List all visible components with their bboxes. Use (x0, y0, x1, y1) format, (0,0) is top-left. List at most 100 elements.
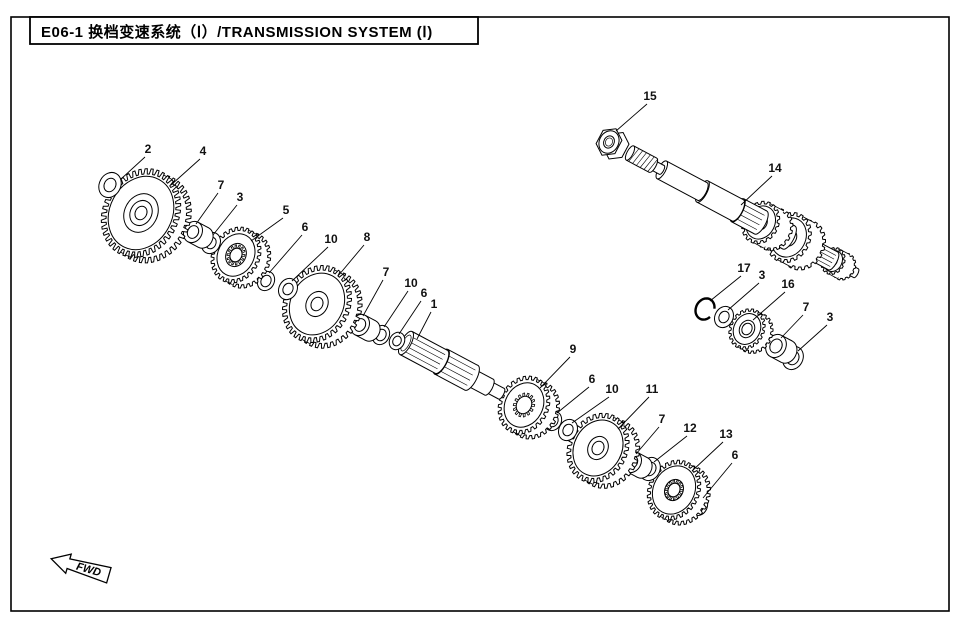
gear-ring (587, 435, 609, 461)
callout-4: 4 (170, 144, 207, 186)
snapring-arc (694, 297, 716, 321)
part-gear-4 (100, 168, 192, 264)
leader-line (398, 300, 422, 335)
part-number-label: 3 (759, 268, 766, 282)
edge-line (402, 349, 438, 370)
leader-line (740, 175, 773, 206)
edge-line (743, 198, 768, 212)
callout-9: 9 (539, 342, 577, 389)
part-number-label: 13 (719, 427, 733, 441)
title-box (29, 16, 479, 45)
nut-chamfer (598, 130, 620, 154)
part-number-label: 5 (283, 203, 290, 217)
bore (667, 482, 681, 498)
gear-ring (503, 382, 545, 428)
leader-line (617, 396, 650, 430)
leader-line (615, 103, 648, 132)
page-border (10, 16, 950, 612)
edge-line (248, 230, 259, 236)
part-number-label: 10 (324, 232, 338, 246)
edge-line (614, 417, 625, 424)
gear-ring (123, 193, 159, 233)
gear-ring (216, 233, 256, 277)
callout-7: 7 (635, 412, 666, 455)
callout-7: 7 (362, 265, 390, 317)
body-fill (657, 161, 708, 201)
edge-line (411, 331, 448, 351)
callout-3: 3 (797, 310, 834, 352)
callout-6: 6 (398, 286, 428, 335)
bore (229, 247, 243, 263)
part-gear-11 (566, 412, 641, 489)
edge-line (707, 180, 744, 201)
part-number-label: 10 (404, 276, 418, 290)
leader-line (120, 156, 146, 180)
edge-line (447, 348, 479, 366)
part-gear-9 (497, 375, 561, 440)
callout-6: 6 (268, 220, 309, 274)
part-number-label: 16 (781, 277, 795, 291)
part-bushing-7b (350, 313, 381, 342)
leader-line (571, 396, 610, 424)
edge-line (628, 148, 640, 162)
part-gear-5 (210, 226, 272, 289)
leader-line (653, 435, 688, 463)
gear-ring (129, 199, 153, 227)
washer-inner (562, 423, 574, 437)
edge-line (731, 221, 755, 235)
gear-ring (738, 319, 756, 339)
part-number-label: 10 (605, 382, 619, 396)
part-gear-13 (646, 459, 712, 526)
part-number-label: 11 (646, 382, 659, 396)
part-number-label: 17 (737, 261, 751, 275)
leader-line (635, 426, 660, 455)
callout-12: 12 (653, 421, 697, 463)
part-number-label: 4 (200, 144, 207, 158)
leader-line (702, 462, 733, 499)
callout-6: 6 (702, 448, 739, 499)
washer-inner (392, 335, 402, 347)
edge-line (625, 159, 650, 173)
callout-5: 5 (250, 203, 290, 242)
callout-7: 7 (195, 178, 225, 225)
part-number-label: 14 (768, 161, 782, 175)
leader-line (250, 217, 284, 242)
leader-line (195, 192, 219, 225)
edge-line (445, 353, 476, 371)
bore (310, 296, 324, 312)
bushing-bore (353, 318, 367, 332)
gear-ring (305, 290, 329, 318)
callout-14: 14 (740, 161, 782, 206)
edge-line (639, 154, 651, 168)
bore (134, 205, 148, 221)
washer-inner (718, 310, 730, 324)
edge-line (434, 373, 466, 391)
callout-17: 17 (709, 261, 751, 302)
leader-line (691, 441, 724, 472)
part-shaft-14 (624, 145, 860, 281)
part-number-label: 2 (145, 142, 152, 156)
edge-line (696, 201, 733, 222)
part-bushing-7a (183, 220, 214, 249)
part-number-label: 9 (570, 342, 577, 356)
callout-10: 10 (571, 382, 619, 424)
leader-line (268, 234, 303, 274)
part-nut-15 (595, 128, 630, 160)
gear-ring (651, 465, 697, 515)
callout-2: 2 (120, 142, 152, 180)
leader-line (362, 279, 384, 317)
part-number-label: 3 (827, 310, 834, 324)
part-washer-6a (256, 270, 276, 292)
leader-line (797, 324, 828, 352)
part-number-label: 7 (383, 265, 390, 279)
edge-line (437, 369, 468, 386)
bushing-bore (769, 338, 783, 354)
part-washer-10c (558, 418, 578, 442)
part-number-label: 7 (659, 412, 666, 426)
callout-6: 6 (556, 372, 596, 414)
part-gear-16 (728, 308, 774, 354)
leader-line (291, 246, 329, 282)
part-number-label: 1 (431, 297, 438, 311)
